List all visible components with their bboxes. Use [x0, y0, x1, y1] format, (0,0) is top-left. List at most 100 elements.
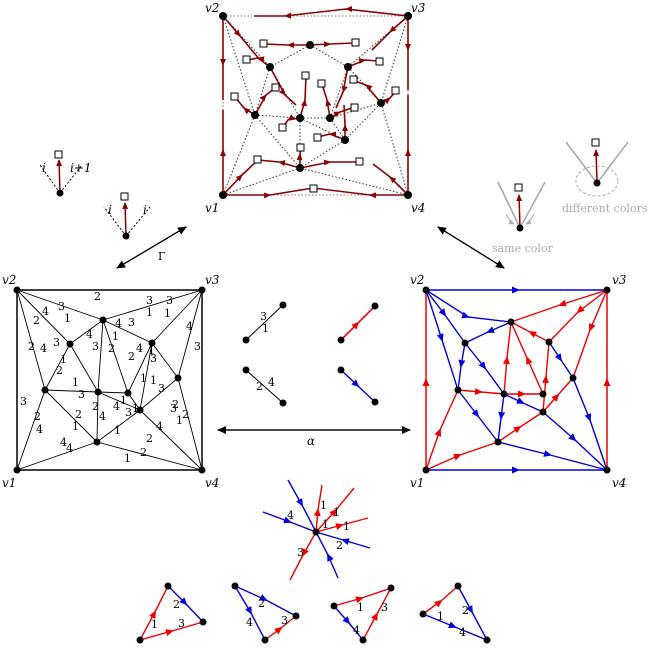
local-legend: 3 1 2 4: [242, 301, 379, 407]
top-label-v3: v3: [411, 1, 426, 15]
triangulation-edge-label: 4: [99, 410, 106, 423]
triangulation-edge-label: 2: [34, 410, 41, 423]
top-label-v1: v1: [205, 201, 219, 215]
tri2-label-1: 4: [246, 616, 253, 629]
triangulation-edge-label: 3: [128, 316, 135, 329]
label-different-colors: different colors: [562, 202, 648, 215]
legend-bottom-label-b: 4: [268, 376, 275, 389]
tri3-label-2: 4: [353, 624, 360, 637]
triangulation-edge-label: 2: [94, 290, 101, 303]
left-label-v4: v4: [205, 476, 219, 490]
triangulation-edge-label: 2: [128, 350, 135, 363]
legend-top-label-a: 3: [260, 310, 267, 323]
triangulation-edge-label: 1: [164, 307, 171, 320]
triangulation-edge-label: 4: [136, 342, 143, 355]
right-label-v4: v4: [612, 476, 626, 490]
triangulation-edge-label: 1: [114, 424, 121, 437]
triangulation-edge-label: 3: [78, 388, 85, 401]
small-triangles: 2 1 3 2 4 3 1 3 4 1 2 4: [136, 582, 491, 644]
star-label-4: 2: [336, 539, 343, 552]
triangulation-edge-label: 4: [186, 320, 193, 333]
tri3-label-1: 3: [381, 601, 388, 614]
vertex-star: 4 1 1 1 2 3 1: [262, 479, 371, 581]
triangulation-edge-label: 3: [92, 340, 99, 353]
triangulation-edge-label: 1: [132, 402, 139, 415]
triangulation-edge-label: 3: [125, 406, 132, 419]
triangulation-edge-label: 4: [86, 328, 93, 341]
triangulation-edge-label: 2: [92, 400, 99, 413]
triangulation-edge-label: 3: [166, 294, 173, 307]
triangulation-edge-label: 3: [20, 395, 27, 408]
rule-label-i-plus-1: i+1: [70, 161, 92, 175]
triangulation-edge-label: 1: [140, 372, 147, 385]
triangulation-edge-label: 1: [146, 306, 153, 319]
triangulation-edge-label: 2: [28, 340, 35, 353]
triangulation-edge-label: 2: [75, 408, 82, 421]
triangulation-edge-label: 3: [158, 382, 165, 395]
triangulation-edge-label: 1: [60, 353, 67, 366]
local-rule-left: i i+1 i i: [39, 150, 151, 240]
right-label-v3: v3: [612, 273, 627, 287]
triangulation-edge-label: 4: [115, 317, 122, 330]
triangulation-edge-label: 1: [120, 394, 127, 407]
star-label-5: 3: [297, 546, 304, 559]
triangulation-edge-label: 2: [146, 432, 153, 445]
rule2-label-i-left: i: [108, 203, 112, 217]
triangulation-edge-label: 2: [140, 446, 147, 459]
triangulation-edge-label: 1: [150, 374, 157, 387]
triangulation-edge-label: 2: [33, 314, 40, 327]
star-label-6: 1: [322, 518, 329, 531]
tri3-label-0: 1: [357, 601, 364, 614]
tri2-label-2: 3: [281, 614, 288, 627]
label-same-color: same color: [492, 242, 554, 255]
top-label-v4: v4: [411, 201, 425, 215]
local-rule-right: same color different colors: [492, 138, 648, 255]
left-label-v3: v3: [205, 273, 220, 287]
triangulation-edge-label: 4: [113, 400, 120, 413]
triangulation-edge-label: 3: [53, 336, 60, 349]
triangulation-edge-label: 4: [60, 436, 67, 449]
top-orientation-graph: v2 v3 v1 v4: [205, 1, 426, 215]
star-label-3: 1: [343, 520, 350, 533]
right-label-v2: v2: [410, 273, 424, 287]
star-label-2: 1: [333, 506, 340, 519]
triangulation-edge-label: 4: [40, 342, 47, 355]
triangulation-edge-label: 3: [58, 300, 65, 313]
triangulation-edge-label: 1: [124, 452, 131, 465]
triangulation-edge-label: 4: [42, 305, 49, 318]
triangulation-edge-label: 1: [176, 414, 183, 427]
legend-top-label-b: 1: [262, 322, 269, 335]
top-label-v2: v2: [205, 1, 219, 15]
rule-label-i: i: [42, 161, 46, 175]
triangulation-edge-label: 4: [36, 423, 43, 436]
label-gamma: Γ: [158, 250, 166, 263]
tri1-label-0: 2: [173, 598, 180, 611]
triangulation-edge-label: 2: [172, 398, 179, 411]
triangulation-edge-label: 3: [194, 340, 201, 353]
triangulation-edge-label: 3: [170, 402, 177, 415]
triangulation-edge-label: 4: [156, 420, 163, 433]
star-label-0: 4: [287, 509, 294, 522]
legend-bottom-label-a: 2: [256, 380, 263, 393]
triangulation-edge-label: 1: [148, 344, 155, 357]
triangulation-edge-label: 2: [108, 342, 115, 355]
star-label-1: 1: [320, 499, 327, 512]
rule2-label-i-right: i: [143, 203, 147, 217]
tri1-label-1: 1: [151, 618, 158, 631]
bijection-arrows: Γ α: [116, 226, 505, 448]
left-label-v2: v2: [2, 273, 16, 287]
triangulation-edge-label: 4: [66, 442, 73, 455]
triangulation-edge-label: 2: [56, 364, 63, 377]
tri2-label-0: 2: [258, 597, 265, 610]
tri4-label-2: 4: [459, 626, 466, 639]
triangulation-edge-label: 1: [72, 376, 79, 389]
tri1-label-2: 3: [178, 617, 185, 630]
right-label-v1: v1: [410, 476, 424, 490]
triangulation-edge-label: 1: [112, 330, 119, 343]
triangulation-edge-label: 2: [182, 408, 189, 421]
triangulation-edge-label: 3: [146, 294, 153, 307]
left-label-v1: v1: [2, 476, 16, 490]
triangulation-edge-label: 1: [64, 312, 71, 325]
